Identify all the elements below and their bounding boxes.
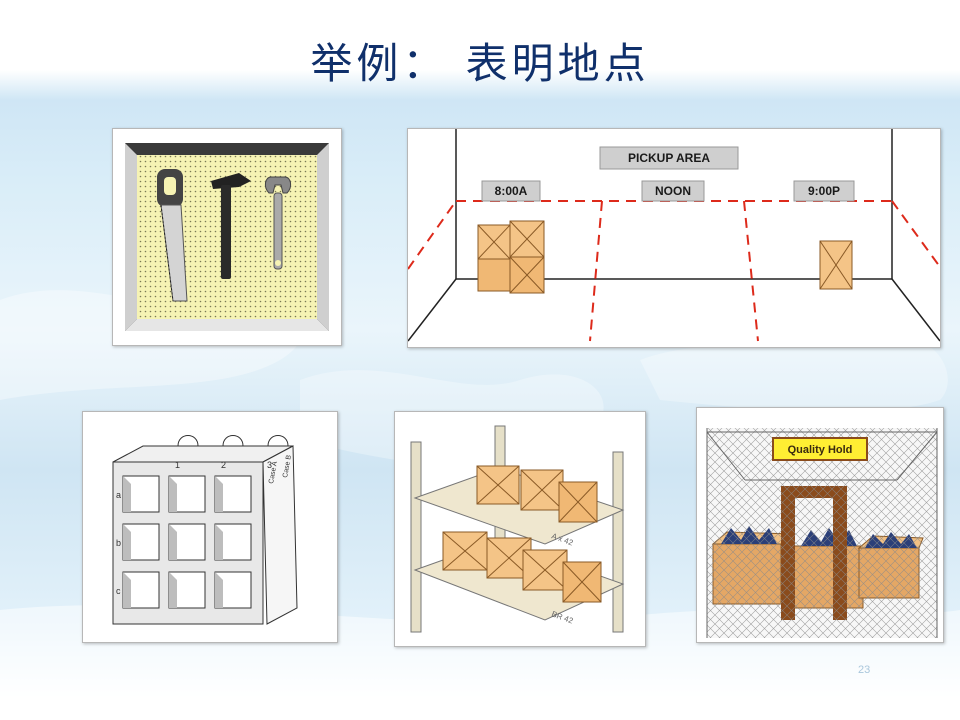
box-stack-left	[477, 220, 545, 294]
saw-icon	[157, 169, 188, 302]
case-label: Case B	[282, 454, 293, 478]
locker-illustration: 1 2 3 a b c Case A Case B	[112, 435, 298, 625]
zone-sign-1: 8:00A	[481, 180, 541, 202]
pickup-area-illustration: PICKUP AREA 8:00A NOON 9:00P	[408, 129, 940, 342]
box-row-top	[476, 465, 598, 523]
column-label: 1	[175, 460, 180, 470]
quality-hold-label: Quality Hold	[788, 444, 853, 456]
page-number: 23	[858, 664, 871, 676]
row-label: b	[116, 538, 121, 548]
tool-pegboard-illustration	[125, 143, 329, 331]
shelf-panel: A x 42 BR 42	[394, 411, 646, 647]
quality-hold-illustration: Quality Hold	[706, 428, 938, 638]
shelf-illustration: A x 42 BR 42	[410, 425, 625, 633]
quality-hold-sign: Quality Hold	[772, 437, 868, 461]
row-label: c	[116, 586, 121, 596]
locker-panel: 1 2 3 a b c Case A Case B	[82, 411, 338, 643]
box-right	[819, 240, 853, 290]
pickup-area-panel: PICKUP AREA 8:00A NOON 9:00P	[407, 128, 941, 348]
shelf-label: BR 42	[550, 609, 574, 625]
column-label: 3	[267, 460, 272, 470]
pickup-area-sign: PICKUP AREA	[599, 146, 739, 170]
pickup-area-label: PICKUP AREA	[628, 151, 710, 165]
column-label: 2	[221, 460, 226, 470]
tool-pegboard-panel	[112, 128, 342, 346]
quality-hold-panel: Quality Hold	[696, 407, 944, 643]
row-label: a	[116, 490, 121, 500]
hammer-icon	[211, 173, 251, 279]
zone-sign-2: NOON	[641, 180, 705, 202]
shelf-label: A x 42	[550, 531, 574, 547]
zone-sign-3: 9:00P	[793, 180, 855, 202]
box-row-bottom	[442, 531, 602, 603]
zone-label: 8:00A	[495, 184, 528, 198]
locker-grid	[122, 475, 252, 609]
zone-label: NOON	[655, 184, 691, 198]
slide-title: 举例： 表明地点	[310, 39, 650, 88]
wrench-icon	[264, 176, 292, 270]
zone-label: 9:00P	[808, 184, 840, 198]
case-label: Case A	[268, 461, 279, 485]
